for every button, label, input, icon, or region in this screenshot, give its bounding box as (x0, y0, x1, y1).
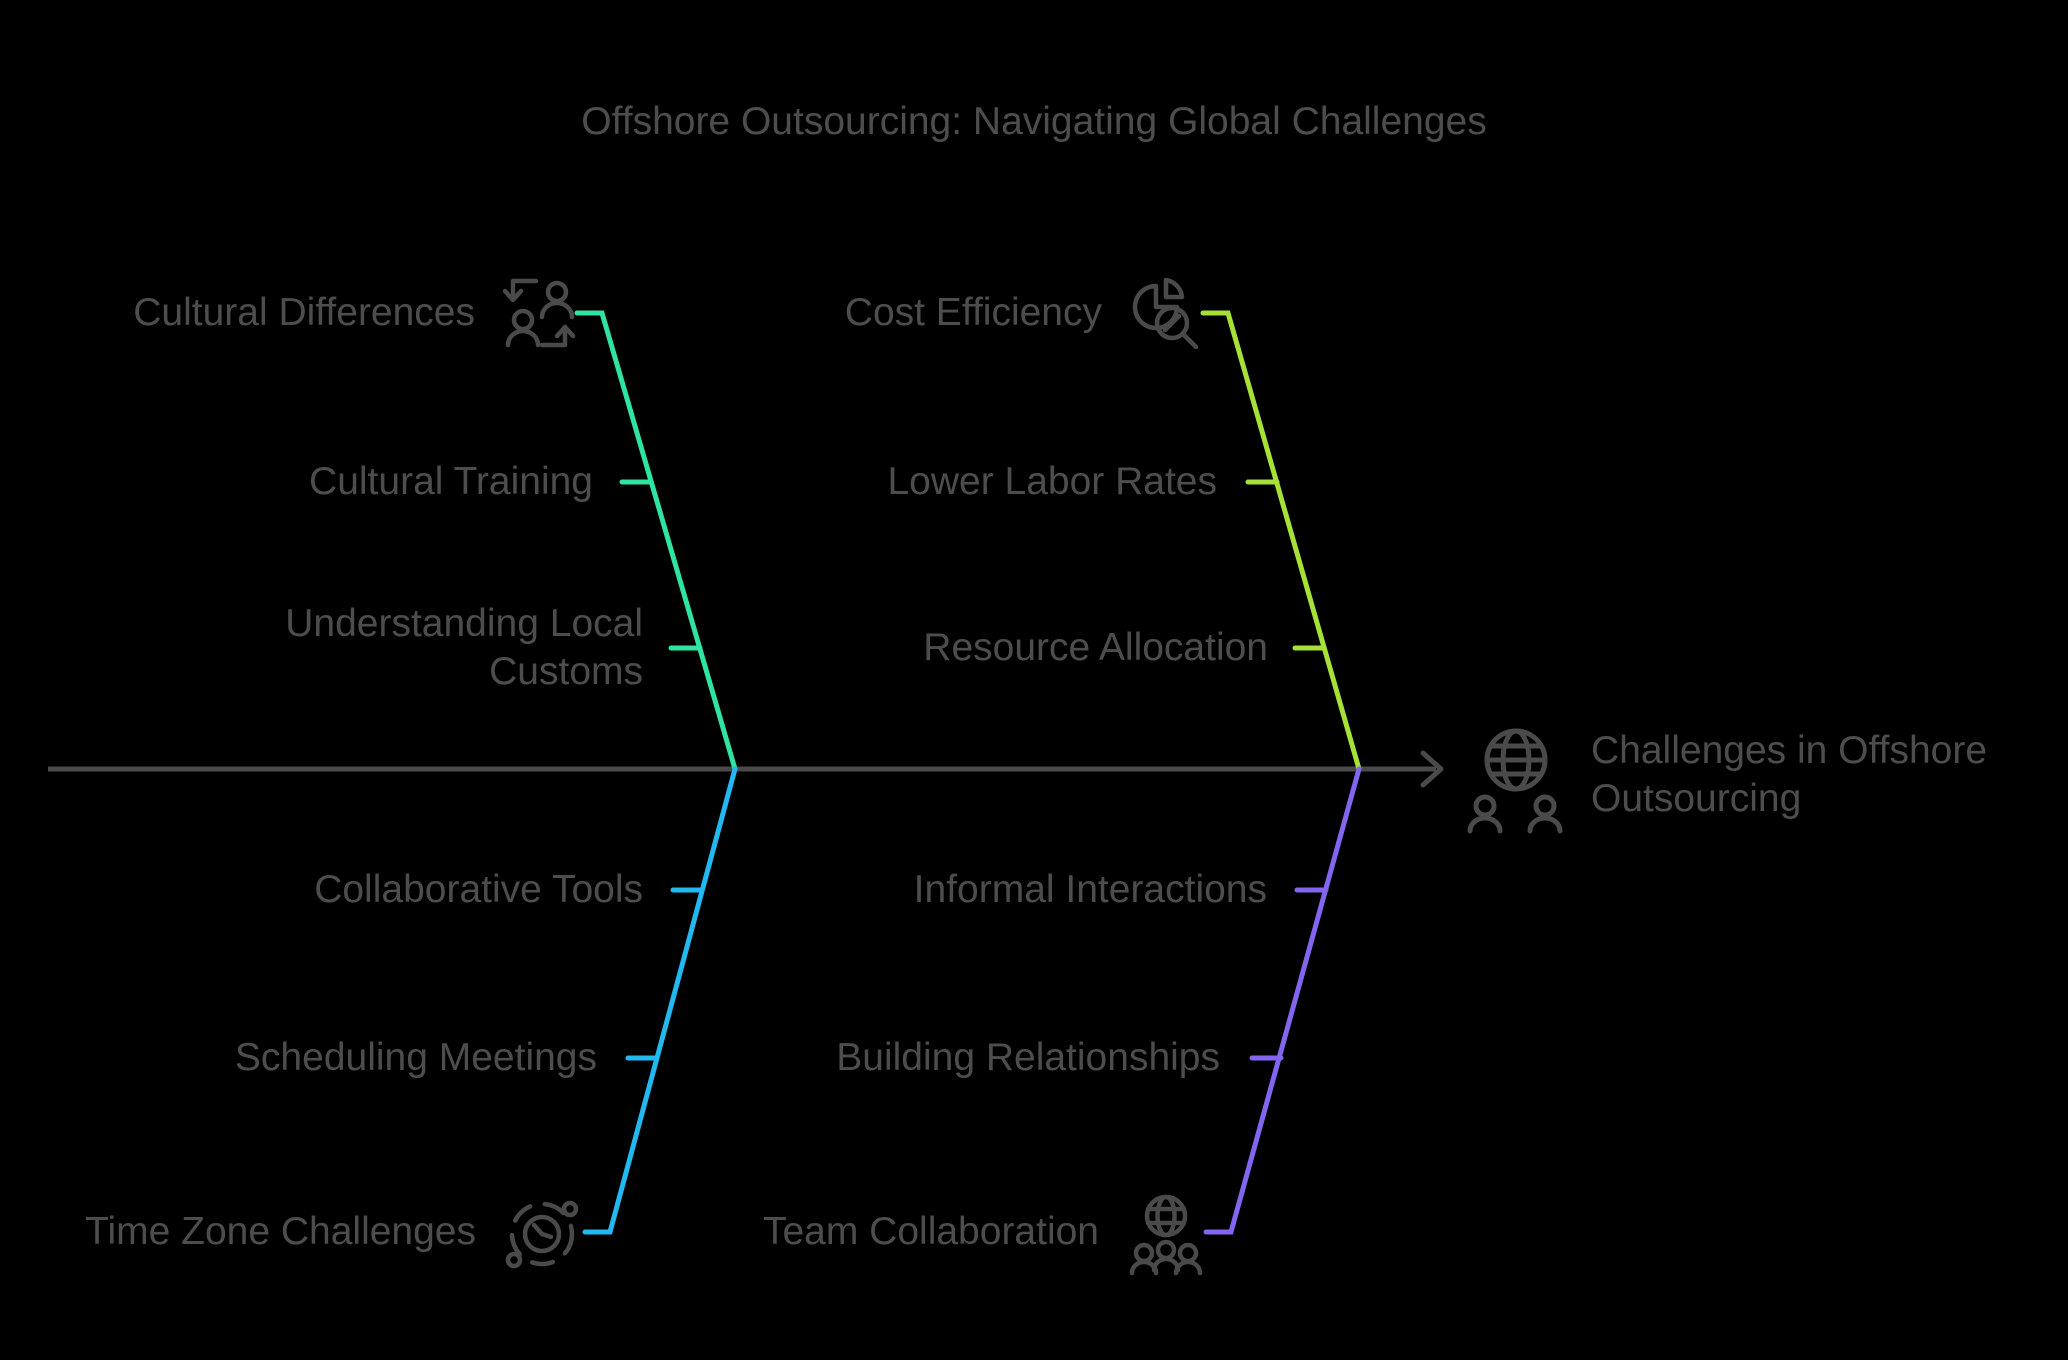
page-title: Offshore Outsourcing: Navigating Global … (581, 100, 1487, 143)
sub-item-lower-labor-rates: Lower Labor Rates (887, 460, 1217, 503)
branch-label-team-collaboration: Team Collaboration (762, 1210, 1099, 1253)
globe-users-icon (1467, 728, 1563, 834)
sub-item-informal-interactions: Informal Interactions (913, 868, 1267, 911)
sub-item-collaborative-tools: Collaborative Tools (314, 868, 643, 911)
sub-item-cultural-training: Cultural Training (309, 460, 593, 503)
branch-line-cost-efficiency (1200, 310, 1362, 772)
branch-line-team-collaboration (1203, 766, 1362, 1235)
people-exchange-icon (502, 278, 576, 348)
sub-item-understanding-local-customs: Understanding Local Customs (285, 602, 643, 693)
pie-chart-magnifier-icon (1132, 277, 1199, 350)
branch-line-cultural-differences (574, 310, 738, 772)
head-label: Challenges in Offshore Outsourcing (1591, 729, 1988, 820)
sub-item-building-relationships: Building Relationships (836, 1036, 1220, 1079)
branch-label-cost-efficiency: Cost Efficiency (844, 291, 1102, 334)
branch-label-cultural-differences: Cultural Differences (133, 291, 475, 334)
branch-label-time-zone-challenges: Time Zone Challenges (85, 1210, 476, 1253)
spine-line (48, 750, 1444, 788)
globe-team-icon (1129, 1194, 1203, 1276)
sub-item-scheduling-meetings: Scheduling Meetings (234, 1036, 597, 1079)
clock-orbit-icon (505, 1200, 579, 1269)
branch-line-time-zone-challenges (582, 766, 738, 1235)
sub-item-resource-allocation: Resource Allocation (923, 626, 1268, 669)
arrow-right-icon (1420, 750, 1444, 788)
